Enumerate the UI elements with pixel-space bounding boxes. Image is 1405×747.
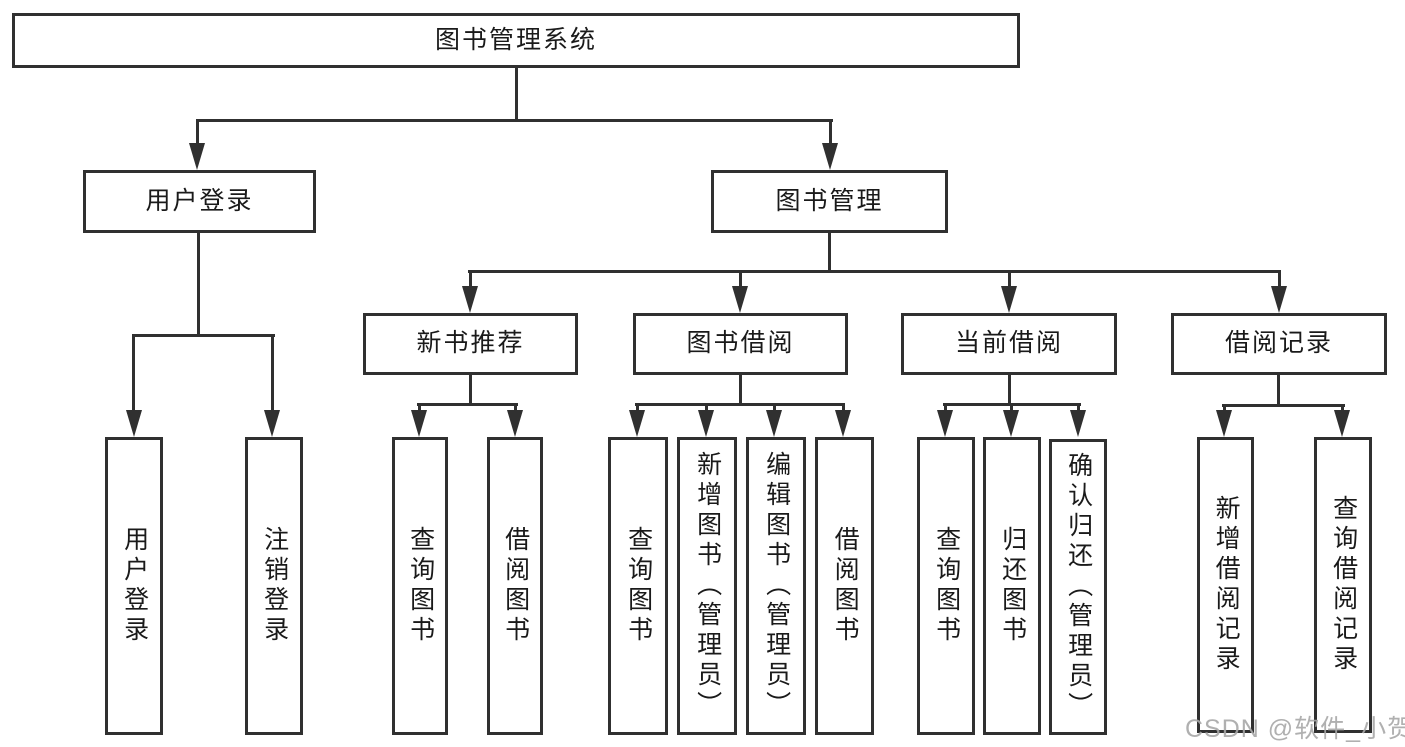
connector-line [636,403,639,412]
arrowhead-down-icon [189,143,205,170]
connector-line [828,233,831,273]
arrowhead-down-icon [507,410,523,437]
arrowhead-down-icon [732,286,748,313]
node-user-login: 用户登录 [83,170,316,233]
connector-line [1277,375,1280,407]
connector-line [842,403,845,412]
node-query-borrow-record: 查询借阅记录 [1314,437,1372,733]
connector-line [1341,404,1344,412]
arrowhead-down-icon [937,410,953,437]
arrowhead-down-icon [766,410,782,437]
node-edit-book-admin: 编辑图书（管理员） [746,437,806,735]
node-query-books-current: 查询图书 [917,437,975,735]
arrowhead-down-icon [1271,286,1287,313]
node-add-book-admin: 新增图书（管理员） [677,437,737,735]
connector-line [635,403,845,406]
arrowhead-down-icon [462,286,478,313]
node-current-borrowing: 当前借阅 [901,313,1117,375]
node-root-library-system: 图书管理系统 [12,13,1020,68]
connector-line [515,68,518,122]
node-query-books-recommend: 查询图书 [392,437,448,735]
node-user-login-leaf: 用户登录 [105,437,163,735]
connector-line [739,270,742,286]
connector-line [773,403,776,412]
arrowhead-down-icon [698,410,714,437]
connector-line [1223,404,1226,412]
node-confirm-return-admin: 确认归还（管理员） [1049,439,1107,735]
connector-line [705,403,708,412]
connector-line [132,334,135,410]
node-book-borrowing: 图书借阅 [633,313,848,375]
connector-line [1077,403,1080,412]
arrowhead-down-icon [629,410,645,437]
connector-line [1010,403,1013,412]
arrowhead-down-icon [1216,410,1232,437]
node-query-books-borrowing: 查询图书 [608,437,668,735]
node-borrow-records: 借阅记录 [1171,313,1387,375]
connector-line [271,334,274,410]
connector-line [739,375,742,406]
connector-line [196,119,199,146]
node-add-borrow-record: 新增借阅记录 [1197,437,1254,733]
connector-line [417,403,518,406]
connector-line [1008,375,1011,406]
connector-line [132,334,275,337]
arrowhead-down-icon [1001,286,1017,313]
arrowhead-down-icon [1334,410,1350,437]
node-return-book: 归还图书 [983,437,1041,735]
connector-line [197,233,200,337]
connector-line [1222,404,1345,407]
connector-line [1008,270,1011,286]
connector-line [514,403,517,412]
connector-line [468,270,1281,273]
csdn-watermark: CSDN @软件_小贺同学 [1185,715,1405,743]
connector-line [829,119,832,146]
node-borrow-books-recommend: 借阅图书 [487,437,543,735]
node-new-book-recommend: 新书推荐 [363,313,578,375]
arrowhead-down-icon [1003,410,1019,437]
node-book-management: 图书管理 [711,170,948,233]
arrowhead-down-icon [1070,410,1086,437]
node-borrow-book-leaf: 借阅图书 [815,437,874,735]
connector-line [1278,270,1281,286]
arrowhead-down-icon [411,410,427,437]
arrowhead-down-icon [264,410,280,437]
connector-line [469,270,472,286]
arrowhead-down-icon [126,410,142,437]
arrowhead-down-icon [822,143,838,170]
connector-line [944,403,947,412]
arrowhead-down-icon [835,410,851,437]
connector-line [196,119,833,122]
connector-line [469,375,472,406]
node-logout-leaf: 注销登录 [245,437,303,735]
connector-line [418,403,421,412]
